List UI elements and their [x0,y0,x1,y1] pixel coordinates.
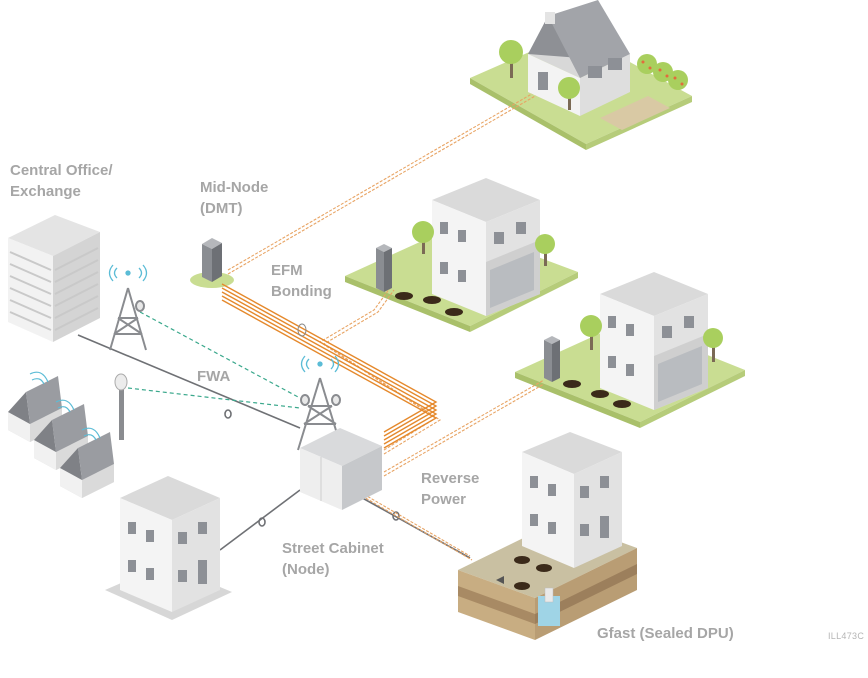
reverse-power-label: Reverse Power [421,468,479,510]
wifi-signal-icon [300,355,340,373]
tree-icon [580,315,723,362]
street-cabinet-icon [300,428,382,510]
house-icon [528,0,630,116]
mid-node-label-line1: Mid-Node [200,179,269,196]
tree-icon [499,40,688,110]
apartment-building-icon [600,272,708,410]
central-office-label-line1: Central Office/ [10,162,113,179]
mid-node-label-line2: (DMT) [200,200,243,217]
wifi-signal-icon [108,264,148,282]
house-icon [8,376,114,498]
central-office-label-line2: Exchange [10,183,81,200]
efm-splice-marker [297,323,307,337]
mid-node-label: Mid-Node (DMT) [200,177,268,219]
mid-node-pillar-icon [376,244,392,292]
dpu-pit-icon [563,380,631,408]
efm-bonding-label: EFM Bonding [271,260,332,302]
cell-tower-icon [297,377,343,451]
apartment-building-icon [432,178,540,316]
illustration-code: ILL473C [828,631,865,641]
apartment-building-icon [522,432,622,568]
wireless-links [127,311,301,409]
fwa-label-text: FWA [197,368,231,385]
mid-node-pillar-icon [544,336,560,382]
efm-bonding-label-line2: Bonding [271,283,332,300]
central-office-label: Central Office/ Exchange [10,160,113,202]
efm-bonding-label-line1: EFM [271,262,303,279]
mid-node-pillar-icon [202,238,222,282]
copper-drop-lines [227,87,545,561]
reverse-power-label-line2: Power [421,491,467,508]
apartment-building-icon [120,476,220,612]
street-cabinet-label-line1: Street Cabinet [282,540,384,557]
reverse-power-label-line1: Reverse [421,470,480,487]
cell-tower-icon [109,287,147,351]
street-cabinet-label: Street Cabinet (Node) [282,538,384,580]
efm-bonded-bundle [221,283,438,449]
fwa-antenna-pole-icon [114,373,128,440]
office-tower-icon [8,215,100,342]
tree-icon [412,221,555,266]
street-cabinet-label-line2: (Node) [282,561,330,578]
wifi-signal-icon [29,371,101,441]
gfast-label-text: Gfast (Sealed DPU) [597,625,734,642]
gfast-label: Gfast (Sealed DPU) [597,623,734,644]
fwa-label: FWA [197,366,230,387]
dpu-pit-icon [496,556,552,590]
dpu-pit-icon [395,292,463,316]
